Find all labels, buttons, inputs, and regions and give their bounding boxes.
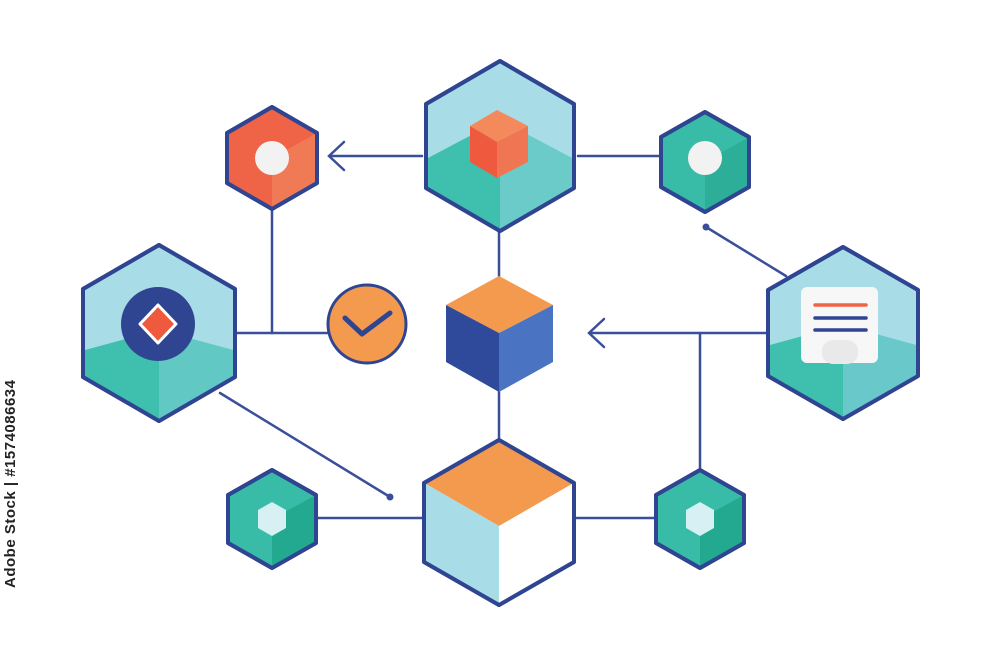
small-teal-hexagon-left — [226, 468, 318, 570]
checkmark-circle-icon — [326, 283, 408, 365]
small-hexagon-icon-left — [258, 502, 286, 536]
document-icon — [801, 287, 878, 364]
connector-dot-left — [386, 493, 394, 501]
coral-node-hexagon — [225, 105, 319, 211]
arrowhead-left-middle — [587, 317, 606, 349]
central-cube-icon — [446, 276, 553, 392]
connector-diagonal-left — [218, 391, 392, 499]
stock-watermark-id: Adobe Stock | #1574086634 — [2, 379, 19, 588]
small-hexagon-icon-right — [686, 502, 714, 536]
diamond-badge-hexagon — [81, 243, 237, 423]
small-teal-hexagon-right — [654, 468, 746, 570]
white-disc-icon — [255, 141, 289, 175]
teal-node-hexagon — [659, 110, 751, 214]
connectors — [218, 140, 788, 520]
document-hexagon — [766, 245, 920, 421]
connector-dot-right — [702, 223, 710, 231]
diamond-badge-icon — [121, 287, 195, 361]
coral-cube-icon — [470, 110, 528, 178]
network-hub-hexagon — [424, 59, 576, 233]
arrowhead-left-top — [327, 140, 346, 172]
white-disc-icon-right — [688, 141, 722, 175]
bottom-cube-hexagon — [422, 438, 576, 607]
connector-diagonal-right — [704, 225, 788, 278]
